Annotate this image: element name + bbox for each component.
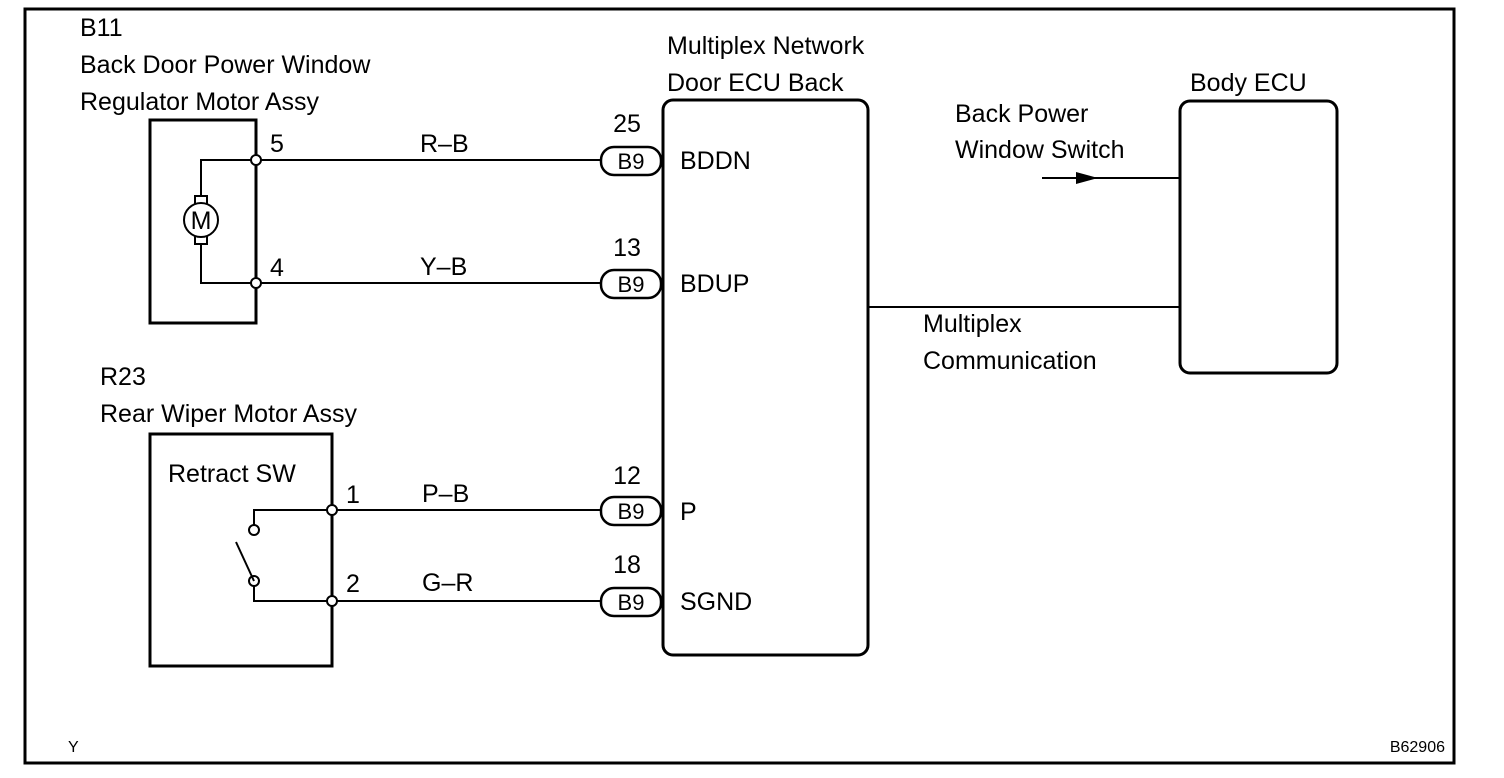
pin-number-13: 13 xyxy=(613,234,641,262)
door-ecu-title-line1: Multiplex Network xyxy=(667,32,865,60)
terminal-bdup: BDUP xyxy=(680,270,749,298)
terminal-bddn: BDDN xyxy=(680,147,751,175)
terminal-sgnd: SGND xyxy=(680,588,752,616)
multiplex-comm-line1: Multiplex xyxy=(923,310,1022,338)
connector-b9-p-label: B9 xyxy=(618,499,645,524)
connector-b9-bddn xyxy=(599,145,663,177)
motor-symbol: M xyxy=(191,207,212,235)
r23-pin-2: 2 xyxy=(346,570,360,598)
wires: R–B Y–B P–B G–R xyxy=(261,130,602,602)
connector-b9-bdup xyxy=(599,268,663,300)
b11-component-box xyxy=(148,118,258,325)
connector-b9-p xyxy=(599,495,663,527)
multiplex-comm-line2: Communication xyxy=(923,347,1097,375)
retract-sw-wire-top xyxy=(253,509,332,525)
retract-sw-wire-bottom xyxy=(253,586,332,602)
body-ecu: Body ECU Back Power Window Switch Multip… xyxy=(868,69,1339,375)
wire-color-bdup: Y–B xyxy=(420,253,467,281)
terminal-p: P xyxy=(680,498,697,526)
b11-pin-5: 5 xyxy=(270,130,284,158)
connector-b9-sgnd-label: B9 xyxy=(618,590,645,615)
r23-code: R23 xyxy=(100,363,146,391)
b11-terminal-5-icon xyxy=(250,154,262,166)
connector-b9-sgnd xyxy=(599,586,663,618)
r23-terminal-2-icon xyxy=(326,595,338,607)
wire-color-sgnd: G–R xyxy=(422,569,473,597)
diagram-frame xyxy=(23,7,1456,765)
r23-terminal-1-icon xyxy=(326,504,338,516)
signal-arrow-icon xyxy=(1076,172,1098,184)
back-power-window-switch-line1: Back Power xyxy=(955,100,1088,128)
b11-power-window-motor: B11 Back Door Power Window Regulator Mot… xyxy=(80,14,371,325)
retract-sw-contact-top-icon xyxy=(248,524,260,536)
r23-name: Rear Wiper Motor Assy xyxy=(100,400,358,428)
b11-pin-4: 4 xyxy=(270,254,284,282)
b11-internal-wire-top xyxy=(200,159,256,196)
connector-b9-bddn-label: B9 xyxy=(618,149,645,174)
door-ecu-box xyxy=(661,98,870,657)
b11-name-line1: Back Door Power Window xyxy=(80,51,371,79)
wire-color-p: P–B xyxy=(422,480,469,508)
body-ecu-box xyxy=(1178,99,1339,375)
retract-switch-label: Retract SW xyxy=(168,460,296,488)
r23-pin-1: 1 xyxy=(346,481,360,509)
pin-number-12: 12 xyxy=(613,462,641,490)
retract-sw-lever-icon xyxy=(235,541,255,582)
r23-component-box xyxy=(148,432,334,668)
b11-code: B11 xyxy=(80,14,123,42)
footer-left-mark: Y xyxy=(68,739,79,756)
pin-number-25: 25 xyxy=(613,110,641,138)
door-ecu-title-line2: Door ECU Back xyxy=(667,69,844,97)
pin-number-18: 18 xyxy=(613,551,641,579)
footer-ref-code: B62906 xyxy=(1390,739,1445,756)
body-ecu-title: Body ECU xyxy=(1190,69,1307,97)
wire-color-bddn: R–B xyxy=(420,130,469,158)
b11-internal-wire-bottom xyxy=(200,244,256,284)
back-power-window-switch-line2: Window Switch xyxy=(955,136,1125,164)
r23-rear-wiper-motor: R23 Rear Wiper Motor Assy Retract SW 1 2 xyxy=(100,363,360,668)
b11-terminal-4-icon xyxy=(250,277,262,289)
b11-name-line2: Regulator Motor Assy xyxy=(80,88,319,116)
door-ecu-back: Multiplex Network Door ECU Back 25 B9 BD… xyxy=(599,32,870,657)
connector-b9-bdup-label: B9 xyxy=(618,272,645,297)
motor-icon xyxy=(183,202,219,238)
